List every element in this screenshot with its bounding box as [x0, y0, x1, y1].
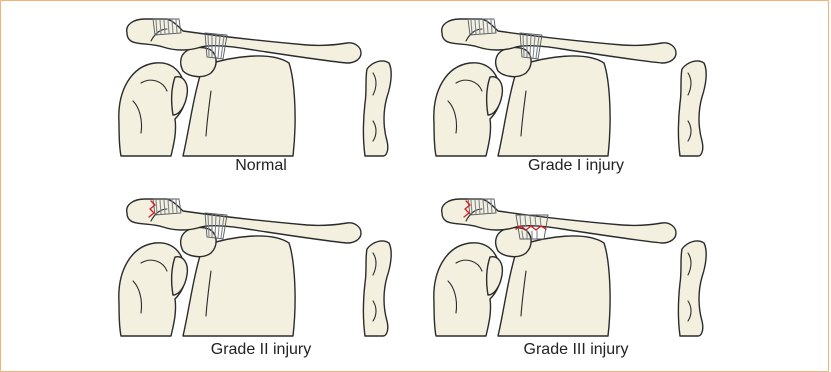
panel-normal: Normal [111, 11, 411, 176]
shoulder-illustration-grade-2 [111, 191, 411, 356]
caption-grade-2: Grade II injury [111, 341, 411, 359]
shoulder-illustration-grade-1 [426, 11, 726, 176]
caption-normal: Normal [111, 157, 411, 175]
panel-grade-2: Grade II injury [111, 191, 411, 356]
shoulder-illustration-grade-3 [426, 191, 726, 356]
panel-grade-3: Grade III injury [426, 191, 726, 356]
caption-grade-1: Grade I injury [426, 157, 726, 175]
panel-grade-1: Grade I injury [426, 11, 726, 176]
shoulder-illustration-normal [111, 11, 411, 176]
caption-grade-3: Grade III injury [426, 341, 726, 359]
